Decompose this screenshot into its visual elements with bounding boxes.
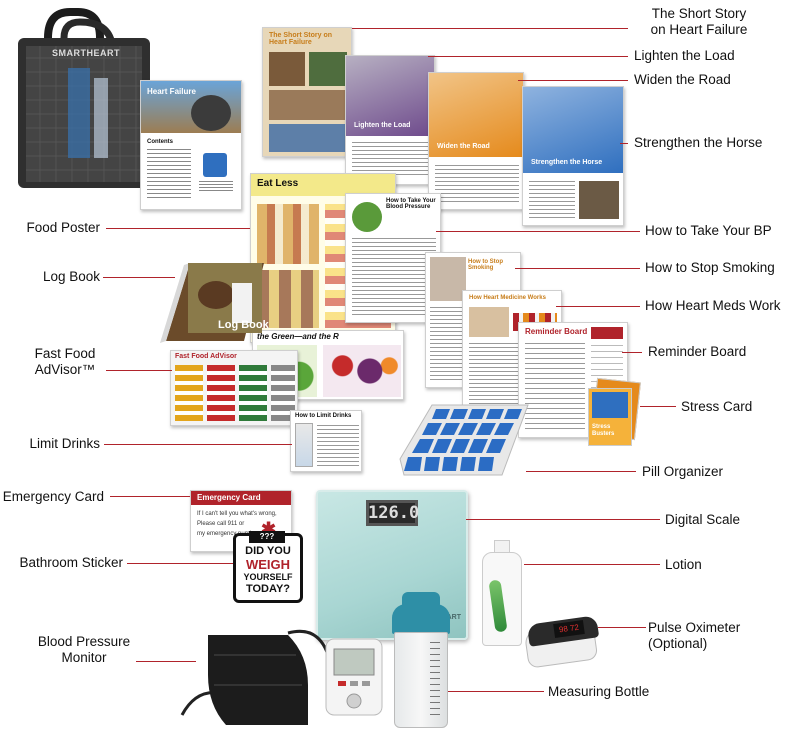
fast-food-advisor: Fast Food AdVisor	[170, 350, 298, 426]
emergency-card-title: Emergency Card	[197, 493, 261, 502]
pill-organizer	[398, 395, 530, 481]
scale-display	[366, 500, 418, 526]
line-bp-monitor	[136, 661, 196, 662]
label-stop-smoking: How to Stop Smoking	[645, 260, 775, 275]
label-digital-scale: Digital Scale	[665, 512, 741, 527]
lighten-title: Lighten the Load	[354, 122, 411, 129]
label-reminder: Reminder Board	[648, 344, 747, 359]
label-bp-monitor-line-1: Blood Pressure	[37, 634, 131, 649]
short-story-booklet: The Short Story on Heart Failure	[262, 27, 352, 157]
label-widen: Widen the Road	[634, 72, 731, 87]
smoking-title: How to Stop Smoking	[468, 259, 503, 271]
line-food-poster	[106, 228, 250, 229]
bathroom-sticker: ??? DID YOU WEIGH YOURSELF TODAY?	[233, 531, 303, 603]
line-reminder	[622, 352, 642, 353]
sticker-question-marks: ???	[249, 531, 285, 543]
heart-failure-booklet: Heart Failure Contents	[140, 80, 242, 210]
limit-drinks-title: How to Limit Drinks	[295, 413, 352, 419]
line-pulse-ox	[598, 627, 646, 628]
label-bathroom-sticker: Bathroom Sticker	[19, 555, 123, 570]
widen-road-booklet: Widen the Road	[428, 72, 524, 210]
line-emergency-card	[110, 496, 190, 497]
label-pulse-ox: Pulse Oximeter (Optional)	[648, 620, 740, 652]
line-short-story	[352, 28, 628, 29]
booklet-title: Heart Failure	[147, 87, 196, 96]
booklet-contents: Contents	[147, 139, 173, 145]
log-book-text: Log Book	[218, 319, 269, 331]
short-story-title: The Short Story on Heart Failure	[269, 32, 332, 46]
line-strengthen	[620, 143, 628, 144]
limit-drinks-card: How to Limit Drinks	[290, 410, 362, 472]
line-widen	[518, 80, 628, 81]
green-red-text: the Green—and the R	[257, 332, 339, 341]
lighten-load-booklet: Lighten the Load	[345, 55, 435, 185]
meds-title: How Heart Medicine Works	[469, 295, 546, 301]
stress-card-text: Stress Busters	[592, 424, 615, 437]
label-emergency-card: Emergency Card	[2, 489, 104, 504]
line-bathroom-sticker	[127, 563, 233, 564]
line-lighten	[428, 56, 628, 57]
label-stress-card: Stress Card	[681, 399, 753, 414]
lotion-bottle	[480, 540, 524, 648]
label-short-story-line-2: on Heart Failure	[650, 22, 748, 37]
line-log-book	[103, 277, 175, 278]
label-short-story-line-1: The Short Story	[651, 6, 747, 21]
line-heart-meds	[556, 306, 640, 307]
line-stress-card	[640, 406, 676, 407]
widen-title: Widen the Road	[437, 143, 490, 150]
sticker-line-4: TODAY?	[245, 583, 290, 595]
tote-bag: SMARTHEART	[8, 8, 160, 194]
label-heart-meds: How Heart Meds Work	[645, 298, 781, 313]
line-lotion	[524, 564, 660, 565]
label-pill-organizer: Pill Organizer	[642, 464, 724, 479]
label-food-poster: Food Poster	[26, 220, 100, 235]
strengthen-horse-booklet: Strengthen the Horse	[522, 86, 624, 226]
line-fast-food	[106, 370, 172, 371]
stress-card: Stress Busters	[586, 377, 642, 450]
sticker-line-2: WEIGH	[245, 557, 291, 572]
line-measuring-bottle	[448, 691, 544, 692]
line-limit-drinks	[104, 444, 292, 445]
label-limit-drinks: Limit Drinks	[29, 436, 100, 451]
fast-food-title: Fast Food AdVisor	[175, 353, 237, 360]
bag-brand-text: SMARTHEART	[52, 48, 120, 58]
label-bp-monitor: Blood Pressure Monitor	[32, 634, 136, 666]
emergency-line-3: my emergency number.	[197, 531, 260, 537]
line-stop-smoking	[515, 268, 640, 269]
label-pulse-ox-line-1: Pulse Oximeter	[648, 620, 741, 635]
eat-less-text: Eat Less	[257, 178, 299, 189]
label-pulse-ox-line-2: (Optional)	[648, 636, 708, 651]
label-measuring-bottle: Measuring Bottle	[548, 684, 650, 699]
label-short-story: The Short Story on Heart Failure	[634, 6, 764, 38]
line-pill-organizer	[526, 471, 636, 472]
log-book: Log Book	[160, 255, 270, 345]
reminder-title: Reminder Board	[525, 327, 588, 336]
label-fast-food-line-1: Fast Food	[34, 346, 96, 361]
bp-card-title: How to Take Your Blood Pressure	[386, 198, 436, 210]
label-fast-food: Fast Food AdVisor™	[20, 346, 110, 378]
label-lighten: Lighten the Load	[634, 48, 735, 63]
sticker-line-1: DID YOU	[245, 545, 291, 557]
measuring-bottle	[390, 592, 452, 730]
pulse-oximeter: 98 72	[523, 612, 600, 669]
label-strengthen: Strengthen the Horse	[634, 135, 763, 150]
strengthen-title: Strengthen the Horse	[531, 159, 603, 166]
scale-reading: 126.0	[368, 503, 420, 523]
label-log-book: Log Book	[42, 269, 100, 284]
label-take-bp: How to Take Your BP	[645, 223, 772, 238]
emergency-line-2: Please call 911 or	[197, 521, 245, 527]
label-bp-monitor-line-2: Monitor	[61, 650, 107, 665]
label-fast-food-line-2: AdVisor™	[34, 362, 96, 377]
sticker-line-3: YOURSELF	[243, 572, 293, 582]
emergency-line-1: If I can't tell you what's wrong,	[197, 511, 277, 517]
bp-monitor	[178, 625, 388, 730]
line-take-bp	[436, 231, 640, 232]
line-digital-scale	[466, 519, 660, 520]
label-lotion: Lotion	[665, 557, 702, 572]
